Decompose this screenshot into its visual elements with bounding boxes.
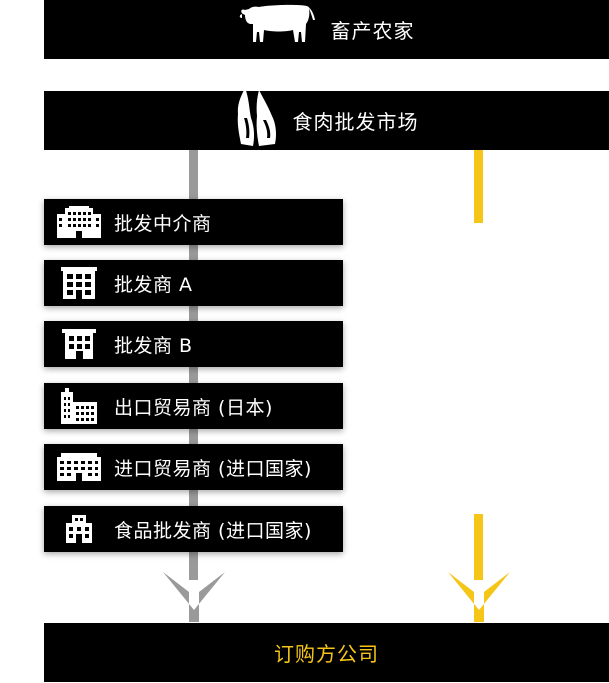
yellow-flow-line-lower: [474, 514, 483, 580]
chain-box-wholesaler-a: 批发商 A: [44, 260, 343, 306]
skyscraper-building-icon: [44, 388, 114, 424]
meat-wholesale-market-label: 食肉批发市场: [292, 110, 419, 134]
yellow-flow-line-upper: [474, 150, 483, 223]
wide-building-icon: [44, 453, 114, 481]
chain-box-exporter-label: 出口贸易商 (日本): [114, 396, 273, 419]
meat-wholesale-market-bar: 食肉批发市场: [44, 88, 609, 153]
yellow-arrow-down-icon: [448, 572, 510, 622]
building-icon: [44, 267, 114, 299]
chain-box-wholesaler-b: 批发商 B: [44, 321, 343, 367]
meat-cuts-icon: [235, 88, 279, 153]
buyer-company-label: 订购方公司: [274, 642, 379, 666]
livestock-farmer-label: 畜产农家: [330, 19, 415, 43]
small-building-icon: [44, 515, 114, 543]
chain-box-broker-label: 批发中介商: [114, 212, 212, 235]
chain-box-food-wholesaler: 食品批发商 (进口国家): [44, 506, 343, 552]
chain-box-importer-label: 进口贸易商 (进口国家): [114, 457, 312, 480]
chain-box-wholesaler-a-label: 批发商 A: [114, 273, 193, 296]
chain-box-importer: 进口贸易商 (进口国家): [44, 444, 343, 490]
livestock-farmer-bar: 畜产农家: [44, 0, 609, 59]
buyer-company-bar: 订购方公司: [44, 623, 609, 682]
chain-box-food-wholesaler-label: 食品批发商 (进口国家): [114, 519, 312, 542]
gray-arrow-down-icon: [163, 572, 225, 622]
chain-box-exporter: 出口贸易商 (日本): [44, 383, 343, 429]
building-icon: [44, 329, 114, 359]
chain-box-wholesaler-b-label: 批发商 B: [114, 334, 193, 357]
office-tower-icon: [44, 206, 114, 238]
cow-icon: [239, 2, 317, 57]
chain-box-broker: 批发中介商: [44, 199, 343, 245]
